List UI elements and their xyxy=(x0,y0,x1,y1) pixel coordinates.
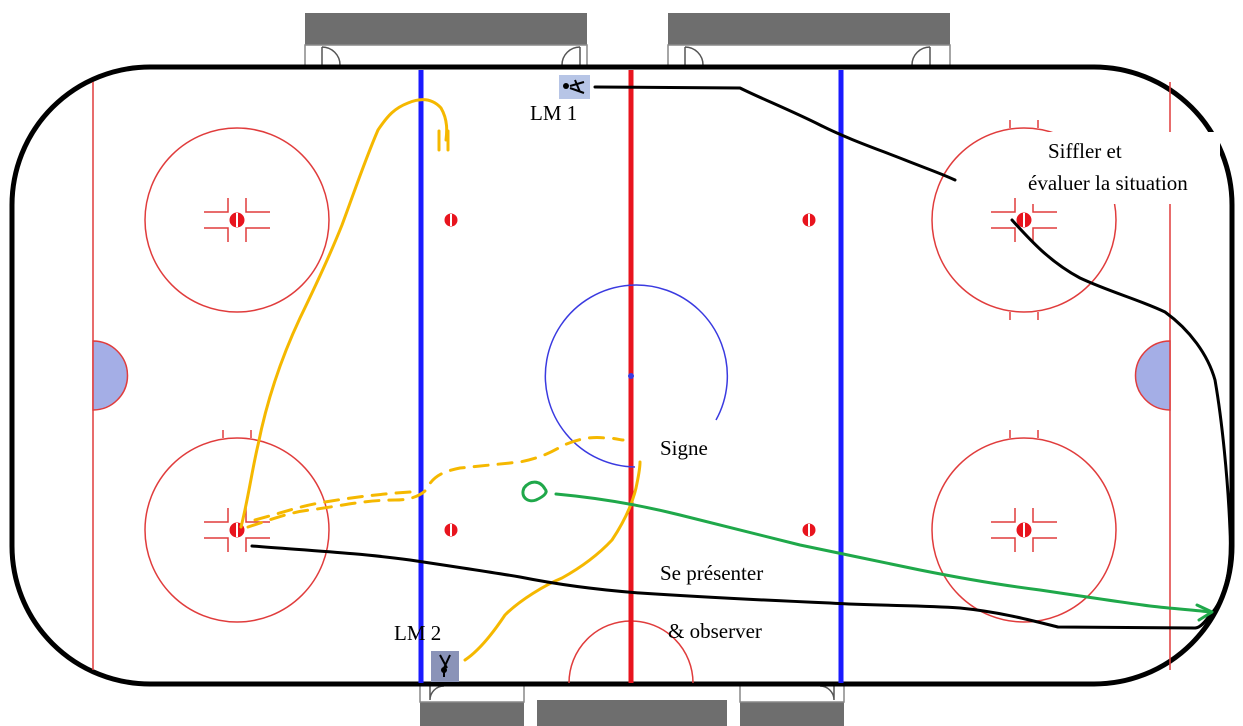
top-right-bench xyxy=(668,13,950,45)
center-dot xyxy=(628,373,634,379)
label-sign: Signe xyxy=(660,436,708,460)
black-paths xyxy=(250,85,1232,630)
green-path-line xyxy=(554,492,1212,614)
label-whistle-line2: évaluer la situation xyxy=(1028,171,1188,195)
label-lm1: LM 1 xyxy=(530,101,577,125)
green-path xyxy=(521,480,1214,622)
bottom-left-box xyxy=(420,700,524,726)
black-path-lm2-cross xyxy=(250,544,1197,630)
label-present: Se présenter xyxy=(660,561,763,585)
center-circle xyxy=(544,284,729,468)
sign-label-bg xyxy=(650,430,730,460)
bottom-center-box xyxy=(537,700,727,726)
faceoff-circle-bottom-right xyxy=(931,437,1117,623)
top-left-bench xyxy=(305,13,587,45)
rink-boards xyxy=(9,64,1235,687)
yellow-paths xyxy=(239,98,642,662)
left-goal-crease xyxy=(92,340,129,411)
yellow-solid-path-return xyxy=(463,460,642,662)
yellow-dashed-path-lower xyxy=(246,436,625,529)
present-label-bg xyxy=(640,558,792,588)
bottom-right-box xyxy=(740,700,844,726)
faceoff-circle-bottom-left xyxy=(144,437,330,623)
black-path-lm1 xyxy=(593,85,957,182)
yellow-solid-path-lm2 xyxy=(239,98,449,529)
bottom-benches xyxy=(419,683,845,726)
linesman-1-icon xyxy=(559,75,590,99)
label-lm2: LM 2 xyxy=(394,621,441,645)
black-path-whistle-loop xyxy=(1010,218,1232,630)
faceoff-dots xyxy=(228,211,1033,539)
label-whistle-line1: Siffler et xyxy=(1048,139,1122,163)
linesman-2-icon xyxy=(431,651,459,682)
green-arrow-head xyxy=(1195,603,1214,622)
faceoff-circles xyxy=(144,120,1117,623)
top-benches xyxy=(304,13,951,68)
faceoff-circle-top-left xyxy=(144,127,330,313)
whistle-label-bg xyxy=(1018,132,1220,204)
label-observe: & observer xyxy=(668,619,762,643)
faceoff-circle-top-right xyxy=(931,127,1117,313)
faceoff-hash-marks xyxy=(204,198,1057,552)
right-goal-crease xyxy=(1134,340,1171,411)
green-loop xyxy=(521,480,548,503)
